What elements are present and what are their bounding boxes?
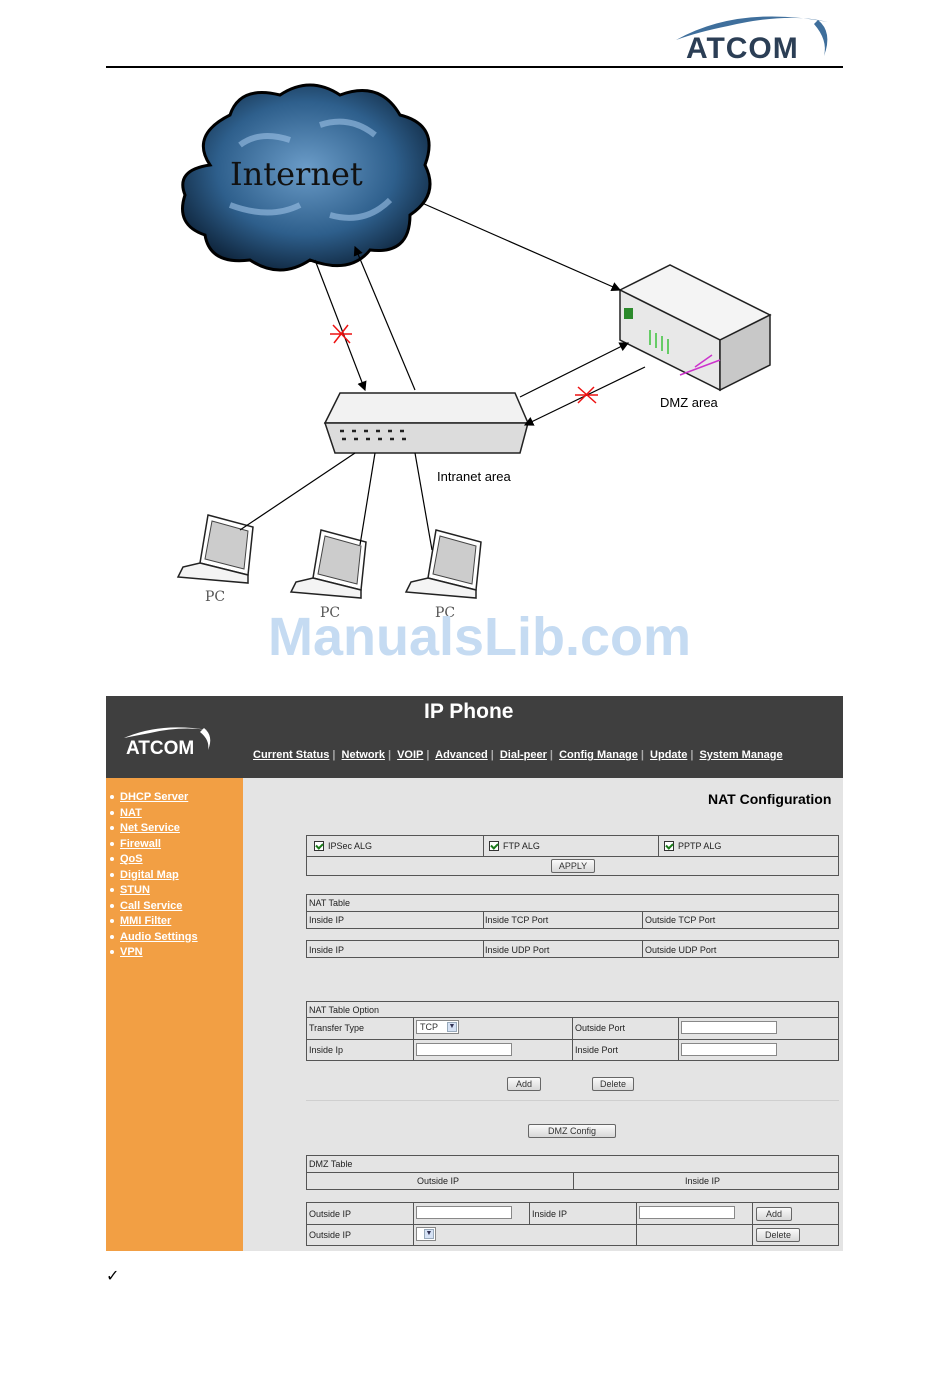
ftp-alg-checkbox[interactable] (489, 841, 499, 851)
connection-arrows (239, 202, 646, 551)
sidebar-item-call-service[interactable]: Call Service (110, 899, 243, 915)
internet-cloud-icon (181, 83, 432, 272)
atcom-logo: ATCOM (668, 10, 838, 66)
watermark: ManualsLib.com (268, 607, 692, 667)
dmz-delete-button[interactable]: Delete (756, 1228, 800, 1242)
nav-dial-peer[interactable]: Dial-peer (499, 749, 547, 761)
inside-ip-label: Inside Ip (309, 1045, 344, 1055)
sidebar-item-audio-settings[interactable]: Audio Settings (110, 930, 243, 946)
pc-label: PC (435, 605, 456, 621)
ipsec-alg-checkbox[interactable] (314, 841, 324, 851)
dmz-outside-ip-label-2: Outside IP (309, 1230, 352, 1240)
nat-option-table: NAT Table Option Transfer Type TCP ▼ Out… (306, 1001, 839, 1061)
inside-port-label: Inside Port (575, 1045, 619, 1055)
logo-swoosh-icon (676, 16, 828, 56)
alg-table: IPSec ALG FTP ALG PPTP ALG APPLY (306, 835, 839, 876)
app-title: IP Phone (424, 700, 514, 723)
nat-add-button[interactable]: Add (507, 1077, 541, 1091)
intranet-switch-icon (323, 392, 530, 454)
pptp-alg-checkbox[interactable] (664, 841, 674, 851)
nat-udp-table: Inside IP Inside UDP Port Outside UDP Po… (306, 940, 839, 958)
check-bullet-icon: ✓ (106, 1266, 120, 1285)
udp-header-inside-port: Inside UDP Port (485, 945, 550, 955)
app-logo: ATCOM (120, 724, 220, 762)
inside-ip-input[interactable] (416, 1043, 512, 1056)
sidebar: DHCP Server NAT Net Service Firewall QoS… (106, 778, 243, 1251)
dmz-outside-ip-select[interactable]: ▼ (416, 1227, 436, 1241)
dmz-header-outside-ip: Outside IP (417, 1176, 460, 1186)
app-header (106, 696, 843, 778)
dmz-router-icon (618, 264, 772, 392)
logo-text: ATCOM (126, 738, 195, 759)
chevron-down-icon: ▼ (447, 1022, 457, 1032)
tcp-header-inside-ip: Inside IP (309, 915, 345, 925)
dmz-table: DMZ Table Outside IP Inside IP (306, 1155, 839, 1190)
logo-text: ATCOM (686, 32, 799, 65)
internet-label: Internet (230, 155, 363, 193)
pc-laptop-icon (404, 529, 482, 599)
transfer-type-select[interactable]: TCP ▼ (416, 1020, 459, 1034)
inside-port-input[interactable] (681, 1043, 777, 1056)
nav-network[interactable]: Network (341, 749, 385, 761)
nat-delete-button[interactable]: Delete (592, 1077, 634, 1091)
sidebar-item-vpn[interactable]: VPN (110, 945, 243, 961)
nav-voip[interactable]: VOIP (397, 749, 424, 761)
dmz-add-button[interactable]: Add (756, 1207, 792, 1221)
transfer-type-label: Transfer Type (309, 1023, 365, 1033)
dmz-entry-table: Outside IP Inside IP Add Outside IP ▼ De… (306, 1202, 839, 1246)
section-divider (306, 1100, 839, 1101)
dmz-inside-ip-input[interactable] (639, 1206, 735, 1219)
udp-header-outside-port: Outside UDP Port (645, 945, 717, 955)
pptp-alg-label: PPTP ALG (678, 841, 722, 851)
dmz-outside-ip-label: Outside IP (309, 1209, 352, 1219)
sidebar-item-firewall[interactable]: Firewall (110, 837, 243, 853)
sidebar-item-net-service[interactable]: Net Service (110, 821, 243, 837)
pc-laptop-icon (289, 529, 367, 599)
pc-label: PC (205, 589, 226, 605)
dmz-inside-ip-label: Inside IP (532, 1209, 568, 1219)
outside-port-label: Outside Port (575, 1023, 626, 1033)
ipsec-alg-label: IPSec ALG (328, 841, 373, 851)
nav-advanced[interactable]: Advanced (435, 749, 488, 761)
dmz-outside-ip-input[interactable] (416, 1206, 512, 1219)
blocked-x-icon (330, 324, 598, 404)
logo-swoosh-icon (124, 727, 211, 750)
sidebar-item-nat[interactable]: NAT (110, 806, 243, 822)
dmz-config-button[interactable]: DMZ Config (528, 1124, 616, 1138)
sidebar-item-mmi-filter[interactable]: MMI Filter (110, 914, 243, 930)
ip-phone-nat-screenshot: IP Phone ATCOM Current Status| Network| … (106, 696, 843, 1251)
top-navigation: Current Status| Network| VOIP| Advanced|… (253, 749, 783, 761)
intranet-area-label: Intranet area (437, 469, 511, 484)
sidebar-item-qos[interactable]: QoS (110, 852, 243, 868)
page-title: NAT Configuration (708, 791, 832, 807)
dmz-network-diagram: Internet DMZ area Intranet area PC PC PC (150, 75, 810, 635)
sidebar-item-stun[interactable]: STUN (110, 883, 243, 899)
dmz-area-label: DMZ area (660, 395, 718, 410)
nav-current-status[interactable]: Current Status (253, 749, 330, 761)
dmz-table-title: DMZ Table (309, 1159, 353, 1169)
apply-button[interactable]: APPLY (551, 859, 595, 873)
chevron-down-icon: ▼ (424, 1229, 434, 1239)
nav-system-manage[interactable]: System Manage (699, 749, 783, 761)
sidebar-item-digital-map[interactable]: Digital Map (110, 868, 243, 884)
tcp-header-outside-port: Outside TCP Port (645, 915, 716, 925)
udp-header-inside-ip: Inside IP (309, 945, 345, 955)
dmz-header-inside-ip: Inside IP (685, 1176, 721, 1186)
header-divider (106, 66, 843, 68)
pc-laptop-icon (176, 514, 254, 584)
nat-option-title: NAT Table Option (309, 1005, 380, 1015)
sidebar-item-dhcp-server[interactable]: DHCP Server (110, 790, 243, 806)
nat-table: NAT Table Inside IP Inside TCP Port Outs… (306, 894, 839, 929)
nav-update[interactable]: Update (650, 749, 688, 761)
pc-label: PC (320, 605, 341, 621)
nat-table-title: NAT Table (309, 898, 351, 908)
tcp-header-inside-port: Inside TCP Port (485, 915, 549, 925)
nav-config-manage[interactable]: Config Manage (559, 749, 638, 761)
outside-port-input[interactable] (681, 1021, 777, 1034)
ftp-alg-label: FTP ALG (503, 841, 540, 851)
